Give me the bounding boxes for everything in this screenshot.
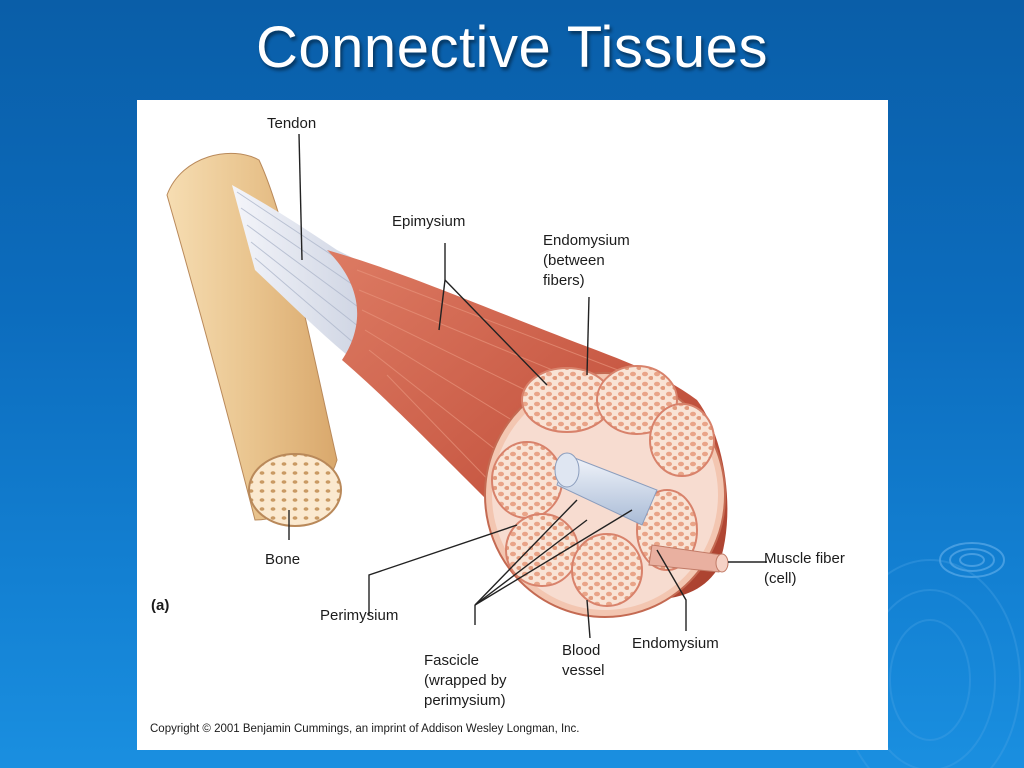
blood-vessel-shape (554, 452, 658, 526)
label-tendon: Tendon (267, 115, 317, 132)
tendon-shape (232, 185, 387, 355)
muscle-fiber-shape (648, 544, 729, 573)
label-epimysium: Epimysium (392, 213, 466, 230)
label-blood-vessel: Blood vessel (562, 642, 605, 679)
label-endomysium-top: Endomysium (between fibers) (543, 232, 630, 289)
label-bone: Bone (265, 551, 301, 568)
slide-title: Connective Tissues (256, 15, 768, 80)
panel-label: (a) (151, 597, 170, 614)
label-perimysium: Perimysium (320, 607, 399, 624)
label-fascicle: Fascicle (wrapped by perimysium) (424, 652, 507, 709)
leader-lines (288, 133, 767, 639)
bone-shape (166, 153, 342, 527)
muscle-illustration (166, 133, 767, 639)
muscle-cross-section (484, 365, 729, 618)
label-muscle-fiber: Muscle fiber (cell) (764, 550, 845, 587)
muscle-diagram: Tendon Epimysium Endomysium (between fib… (137, 100, 888, 750)
label-endomysium-bottom: Endomysium (632, 635, 719, 652)
copyright-notice: Copyright © 2001 Benjamin Cummings, an i… (150, 723, 580, 735)
